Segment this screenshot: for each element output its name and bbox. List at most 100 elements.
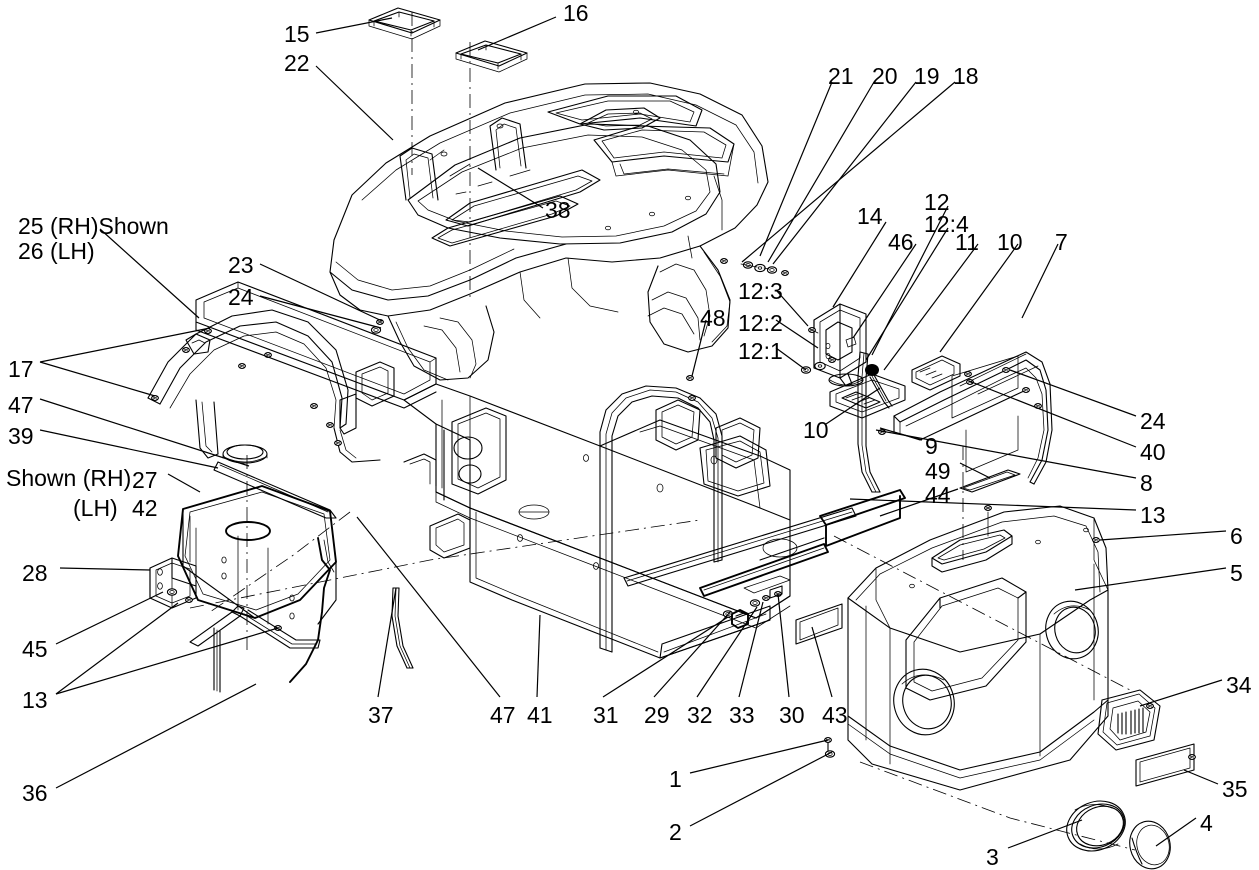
callout-12-1: 12:1 xyxy=(738,338,783,364)
leader-line xyxy=(879,488,959,517)
hardware-6 xyxy=(1092,537,1100,543)
callout-27: 27 xyxy=(132,467,158,493)
callout-shown-rh-: Shown (RH) xyxy=(6,465,132,491)
callout-6: 6 xyxy=(1230,523,1243,549)
callout-29: 29 xyxy=(644,702,670,728)
leader-line xyxy=(849,498,1137,511)
leader-line xyxy=(738,601,764,698)
part-decal-35 xyxy=(1135,743,1196,787)
leader-line xyxy=(477,16,557,51)
callout-35: 35 xyxy=(1222,776,1248,802)
leader-line xyxy=(865,227,949,361)
part-grommet-15 xyxy=(368,7,441,40)
callout-13: 13 xyxy=(22,687,48,713)
leader-line xyxy=(875,429,1137,479)
callout-12-2: 12:2 xyxy=(738,310,783,336)
callout-24: 24 xyxy=(1140,408,1166,434)
leader-line xyxy=(689,751,833,827)
part-rail-47-right xyxy=(623,507,857,587)
callout-44: 44 xyxy=(925,482,951,508)
hardware-cluster-29-33 xyxy=(722,585,783,629)
leader-line xyxy=(99,228,200,319)
callout-31: 31 xyxy=(593,702,619,728)
part-rops-rollbar xyxy=(599,385,723,653)
callout-41: 41 xyxy=(527,702,553,728)
callout-47: 47 xyxy=(490,702,516,728)
part-cap-4 xyxy=(1129,820,1171,870)
callout-9: 9 xyxy=(925,433,938,459)
callout-3: 3 xyxy=(986,844,999,870)
callout-5: 5 xyxy=(1230,560,1243,586)
leader-line xyxy=(689,739,829,774)
leader-line xyxy=(315,65,394,141)
callout-30: 30 xyxy=(779,702,805,728)
leader-line xyxy=(879,427,923,441)
callout-26-lh-: 26 (LH) xyxy=(18,238,95,264)
callout-10: 10 xyxy=(997,229,1023,255)
leader-line xyxy=(832,221,887,308)
leader-line xyxy=(39,327,211,363)
leader-line xyxy=(356,516,501,698)
leader-line xyxy=(55,591,164,645)
leader-line xyxy=(1183,769,1219,785)
leader-line xyxy=(602,616,729,698)
callout-14: 14 xyxy=(857,203,883,229)
leader-line xyxy=(377,587,397,698)
leader-line xyxy=(775,289,809,327)
callout--lh-: (LH) xyxy=(73,495,118,521)
callout-20: 20 xyxy=(872,63,898,89)
callout-40: 40 xyxy=(1140,439,1166,465)
hardware-44-bolt xyxy=(984,505,992,537)
leader-line xyxy=(852,243,917,339)
leader-line xyxy=(1007,819,1083,849)
callout-12-4: 12:4 xyxy=(924,211,969,237)
leader-line xyxy=(825,387,881,425)
callout-32: 32 xyxy=(687,702,713,728)
leader-line xyxy=(55,602,179,695)
leader-line xyxy=(55,627,279,695)
part-rail-11 xyxy=(911,355,961,391)
leader-line xyxy=(772,81,917,265)
part-grommet-16 xyxy=(455,40,528,73)
part-wire-bail-36 xyxy=(189,605,321,693)
part-bracket-28 xyxy=(149,557,282,631)
leader-line xyxy=(167,473,201,493)
callout-46: 46 xyxy=(888,229,914,255)
leader-line xyxy=(259,295,382,329)
callout-45: 45 xyxy=(22,636,48,662)
callout-18: 18 xyxy=(953,63,979,89)
part-chassis-frame-41 xyxy=(195,281,798,659)
leader-line xyxy=(39,398,250,467)
leader-line xyxy=(759,81,833,257)
leader-line xyxy=(1139,679,1223,707)
leader-line xyxy=(775,319,819,349)
callout-48: 48 xyxy=(700,305,726,331)
leader-line xyxy=(968,380,1137,448)
leader-line xyxy=(259,263,383,322)
callout-17: 17 xyxy=(8,356,34,382)
center-lines xyxy=(189,12,1136,851)
callout-12: 12 xyxy=(924,189,950,215)
callout-25-rh-shown: 25 (RH)Shown xyxy=(18,213,169,239)
leader-line xyxy=(811,626,833,698)
callout-4: 4 xyxy=(1200,810,1213,836)
part-body-shell-22 xyxy=(329,82,769,381)
part-left-fender-25 xyxy=(147,309,381,463)
leader-line xyxy=(536,614,541,698)
callout-38: 38 xyxy=(545,197,571,223)
hardware-cluster-18-21 xyxy=(720,258,789,276)
callout-19: 19 xyxy=(914,63,940,89)
callout-49: 49 xyxy=(925,458,951,484)
callout-21: 21 xyxy=(828,63,854,89)
part-weatherstrip-37 xyxy=(391,587,414,669)
part-floor-cover-27 xyxy=(177,485,337,683)
leader-line xyxy=(1074,567,1227,591)
leader-line xyxy=(39,361,156,397)
leader-line xyxy=(939,243,1019,353)
hardware-12-series xyxy=(800,327,836,374)
callout-10: 10 xyxy=(803,417,829,443)
part-right-fender-rail-7 xyxy=(893,351,1053,485)
callout-34: 34 xyxy=(1226,672,1252,698)
leader-line xyxy=(1021,243,1059,319)
